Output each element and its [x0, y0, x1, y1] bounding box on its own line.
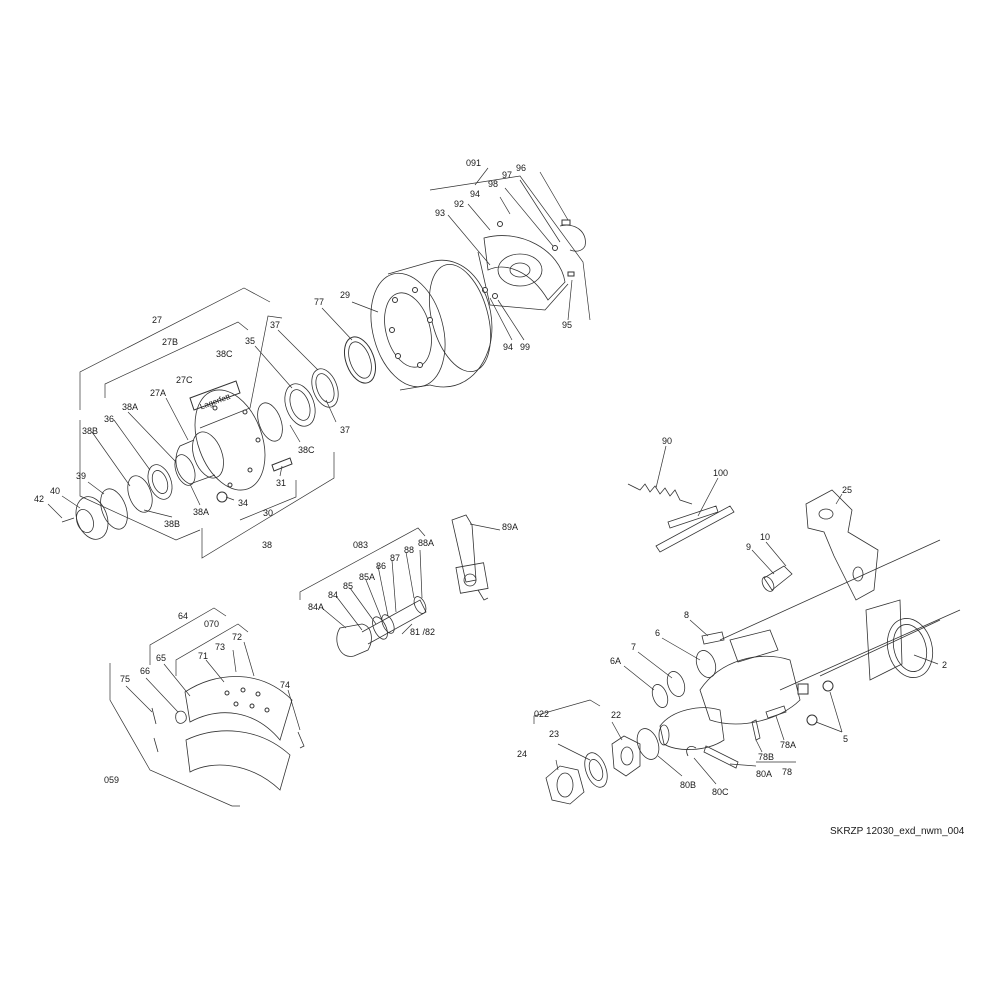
- label-100: 100: [713, 468, 728, 478]
- return-spring-and-rod: [627, 445, 735, 553]
- label-6: 6: [655, 628, 660, 638]
- drawing-reference-number: SKRZP 12030_exd_nwm_004: [830, 826, 965, 837]
- label-2: 2: [942, 660, 947, 670]
- label-71: 71: [198, 651, 208, 661]
- label-78A: 78A: [780, 740, 796, 750]
- label-97: 97: [502, 170, 512, 180]
- label-73: 73: [215, 642, 225, 652]
- label-80A: 80A: [756, 769, 772, 779]
- label-30: 30: [263, 508, 273, 518]
- label-27B: 27B: [162, 337, 178, 347]
- label-78: 78: [782, 767, 792, 777]
- label-95: 95: [562, 320, 572, 330]
- wheel-bolt: [216, 457, 293, 503]
- label-22: 22: [611, 710, 621, 720]
- label-66: 66: [140, 666, 150, 676]
- label-36: 36: [104, 414, 114, 424]
- grease-nipple-parts: [751, 705, 796, 763]
- label-37-bottom: 37: [340, 425, 350, 435]
- bearing-inner: [91, 411, 201, 518]
- label-35: 35: [245, 336, 255, 346]
- label-94-top: 94: [470, 189, 480, 199]
- label-38A-bottom: 38A: [193, 507, 209, 517]
- label-38B-top: 38B: [82, 426, 98, 436]
- axle-beam: [658, 539, 961, 750]
- axle-nut-group: [533, 699, 641, 805]
- label-091: 091: [466, 158, 481, 168]
- label-8: 8: [684, 610, 689, 620]
- wheel-hub: [165, 389, 266, 491]
- label-99: 99: [520, 342, 530, 352]
- label-10: 10: [760, 532, 770, 542]
- label-25: 25: [842, 485, 852, 495]
- label-81-82: 81 /82: [410, 627, 435, 637]
- label-31: 31: [276, 478, 286, 488]
- label-38B-bottom: 38B: [164, 519, 180, 529]
- back-plate-assembly: [429, 167, 591, 341]
- spring-bracket: [805, 489, 879, 601]
- label-38A-top: 38A: [122, 402, 138, 412]
- slack-adjuster: [451, 514, 501, 601]
- label-38C-top: 38C: [216, 349, 233, 359]
- label-74: 74: [280, 680, 290, 690]
- label-88A: 88A: [418, 538, 434, 548]
- label-84: 84: [328, 590, 338, 600]
- label-75: 75: [120, 674, 130, 684]
- label-29: 29: [340, 290, 350, 300]
- label-86: 86: [376, 561, 386, 571]
- label-070: 070: [204, 619, 219, 629]
- label-083: 083: [353, 540, 368, 550]
- label-93: 93: [435, 208, 445, 218]
- label-40: 40: [50, 486, 60, 496]
- label-022: 022: [534, 709, 549, 719]
- label-80C: 80C: [712, 787, 729, 797]
- label-87: 87: [390, 553, 400, 563]
- label-90: 90: [662, 436, 672, 446]
- label-38C-bottom: 38C: [298, 445, 315, 455]
- label-23: 23: [549, 729, 559, 739]
- bushing: [751, 541, 793, 592]
- label-27: 27: [152, 315, 162, 325]
- label-77: 77: [314, 297, 324, 307]
- label-37-top: 37: [270, 320, 280, 330]
- label-80B: 80B: [680, 780, 696, 790]
- label-27A: 27A: [150, 388, 166, 398]
- label-88: 88: [404, 545, 414, 555]
- bearing-37: [254, 329, 339, 443]
- label-6A: 6A: [610, 656, 621, 666]
- label-96: 96: [516, 163, 526, 173]
- label-38: 38: [262, 540, 272, 550]
- label-78B: 78B: [758, 752, 774, 762]
- label-7: 7: [631, 642, 636, 652]
- brake-shoe-assembly: [109, 607, 305, 807]
- label-84A: 84A: [308, 602, 324, 612]
- label-85: 85: [343, 581, 353, 591]
- label-9: 9: [746, 542, 751, 552]
- label-5: 5: [843, 734, 848, 744]
- label-92: 92: [454, 199, 464, 209]
- label-27C: 27C: [176, 375, 193, 385]
- label-059: 059: [104, 775, 119, 785]
- label-24: 24: [517, 749, 527, 759]
- label-89A: 89A: [502, 522, 518, 532]
- seal-and-sensor-parts: [636, 728, 757, 785]
- hub-cap: [47, 481, 128, 540]
- label-39: 39: [76, 471, 86, 481]
- label-72: 72: [232, 632, 242, 642]
- label-42: 42: [34, 494, 44, 504]
- brake-camshaft: [299, 527, 427, 657]
- brake-drum: [351, 259, 493, 391]
- label-98: 98: [488, 179, 498, 189]
- label-65: 65: [156, 653, 166, 663]
- label-34: 34: [238, 498, 248, 508]
- label-94-bottom: 94: [503, 342, 513, 352]
- label-85A: 85A: [359, 572, 375, 582]
- spindle-parts: [623, 619, 725, 708]
- seal-ring: [321, 307, 377, 384]
- label-64: 64: [178, 611, 188, 621]
